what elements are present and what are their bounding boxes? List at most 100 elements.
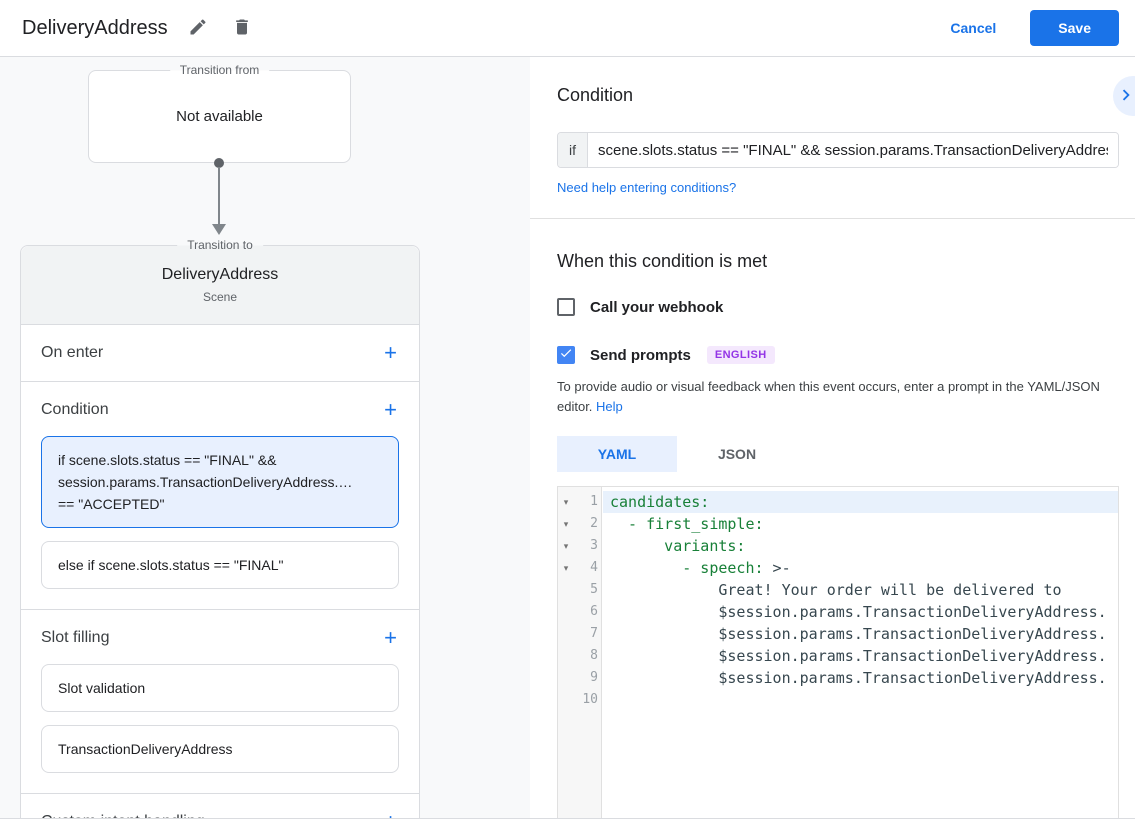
editor-line-4[interactable]: ▾ 4 - speech: >- [558,557,1118,579]
fold-arrow-icon[interactable]: ▾ [563,541,569,551]
line-number: 10 [582,692,598,707]
code-line: $session.params.TransactionDeliveryAddre… [610,669,1107,687]
cancel-button[interactable]: Cancel [938,12,1008,44]
slot-filling-section: Slot filling + Slot validation Transacti… [21,609,419,793]
editor-line-10[interactable]: 10 [558,689,1118,711]
webhook-check-row[interactable]: Call your webhook [557,298,1119,316]
fold-spacer [558,579,574,601]
fold-arrow-icon[interactable]: ▾ [563,563,569,573]
tab-json[interactable]: JSON [717,446,757,462]
condition-detail-panel: Condition if Need help entering conditio… [530,57,1135,818]
fold-spacer [558,645,574,667]
editor-gutter [558,487,602,818]
editor-line-2[interactable]: ▾ 2 - first_simple: [558,513,1118,535]
line-number: 4 [590,560,598,575]
code-line [603,689,1118,711]
send-prompts-checkbox[interactable] [557,346,575,364]
section-divider [530,218,1135,219]
line-number: 5 [590,582,598,597]
code-line: Great! Your order will be delivered to [610,581,1062,599]
header: DeliveryAddress Cancel Save [0,0,1135,57]
page-title: DeliveryAddress [22,16,168,39]
editor-line-7[interactable]: 7 $session.params.TransactionDeliveryAdd… [558,623,1118,645]
code-editor[interactable]: ▾ 1 candidates: ▾ 2 - first_simple: ▾ 3 varian… [557,486,1119,818]
editor-line-9[interactable]: 9 $session.params.TransactionDeliveryAdd… [558,667,1118,689]
condition-heading: Condition [557,85,634,105]
transition-from-box: Transition from Not available [88,62,351,163]
code-line: $session.params.TransactionDeliveryAddre… [610,647,1107,665]
add-custom-intent-button[interactable]: + [382,811,399,819]
language-badge: ENGLISH [706,346,775,364]
scene-name: DeliveryAddress [161,266,279,283]
collapse-panel-button[interactable] [1113,76,1135,116]
condition-expression-row: if [557,132,1119,168]
custom-intent-label: Custom intent handling [41,813,205,818]
trash-icon [232,17,252,40]
line-number: 9 [590,670,598,685]
delete-scene-button[interactable] [228,13,256,44]
condition-help-link[interactable]: Need help entering conditions? [557,180,737,195]
edit-scene-button[interactable] [184,13,212,44]
slot-parameter-card[interactable]: TransactionDeliveryAddress [41,725,399,773]
fold-spacer [558,689,574,711]
on-enter-label: On enter [41,344,104,361]
fold-arrow-icon[interactable]: ▾ [563,519,569,529]
line-number: 7 [590,626,598,641]
editor-line-5[interactable]: 5 Great! Your order will be delivered to [558,579,1118,601]
fold-spacer [558,667,574,689]
transition-arrow [0,158,530,245]
fold-spacer [558,601,574,623]
fold-arrow-icon[interactable]: ▾ [563,497,569,507]
custom-intent-section: Custom intent handling + [21,793,419,819]
webhook-label: Call your webhook [590,298,724,316]
transition-from-value: Not available [176,108,263,125]
scene-type-label: Scene [202,290,238,304]
tab-yaml[interactable]: YAML [557,436,677,472]
editor-line-1[interactable]: ▾ 1 candidates: [558,491,1118,513]
editor-line-6[interactable]: 6 $session.params.TransactionDeliveryAdd… [558,601,1118,623]
condition-section-label: Condition [41,401,109,418]
transition-from-legend: Transition from [169,62,270,79]
add-condition-button[interactable]: + [384,397,397,422]
on-enter-section: On enter + [21,324,419,381]
prompt-helper-text: To provide audio or visual feedback when… [557,377,1119,417]
condition-input[interactable] [588,133,1118,167]
line-number: 1 [590,494,598,509]
add-slot-button[interactable]: + [384,625,397,650]
line-number: 2 [590,516,598,531]
line-number: 8 [590,648,598,663]
editor-line-3[interactable]: ▾ 3 variants: [558,535,1118,557]
line-number: 6 [590,604,598,619]
editor-line-8[interactable]: 8 $session.params.TransactionDeliveryAdd… [558,645,1118,667]
scene-flow-panel: Transition from Not available Transition… [0,57,530,818]
arrow-line [218,167,220,225]
slot-filling-label: Slot filling [41,629,110,646]
if-prefix-label: if [558,133,588,167]
code-line: variants: [610,537,746,555]
webhook-checkbox[interactable] [557,298,575,316]
line-number: 3 [590,538,598,553]
arrow-head-icon [212,224,226,235]
pencil-icon [188,17,208,40]
send-prompts-label: Send prompts [590,346,691,364]
save-button[interactable]: Save [1030,10,1119,46]
code-line: $session.params.TransactionDeliveryAddre… [610,603,1107,621]
chevron-right-icon [1115,84,1135,109]
scene-header: DeliveryAddress Scene [21,246,419,324]
code-line: - speech: >- [610,559,791,577]
help-link[interactable]: Help [596,399,623,414]
code-line: $session.params.TransactionDeliveryAddre… [610,625,1107,643]
transition-to-card: Transition to DeliveryAddress Scene On e… [20,237,420,819]
add-on-enter-button[interactable]: + [384,340,397,365]
editor-tabs: YAML JSON [557,436,1119,472]
condition-section: Condition + if scene.slots.status == "FI… [21,381,419,609]
slot-validation-card[interactable]: Slot validation [41,664,399,712]
check-icon [559,346,573,365]
arrow-origin-dot [214,158,224,168]
condition-card-else[interactable]: else if scene.slots.status == "FINAL" [41,541,399,589]
send-prompts-check-row[interactable]: Send prompts ENGLISH [557,346,1119,364]
code-line: - first_simple: [610,515,764,533]
condition-card-selected[interactable]: if scene.slots.status == "FINAL" && sess… [41,436,399,528]
code-line: candidates: [603,491,1118,513]
fold-spacer [558,623,574,645]
